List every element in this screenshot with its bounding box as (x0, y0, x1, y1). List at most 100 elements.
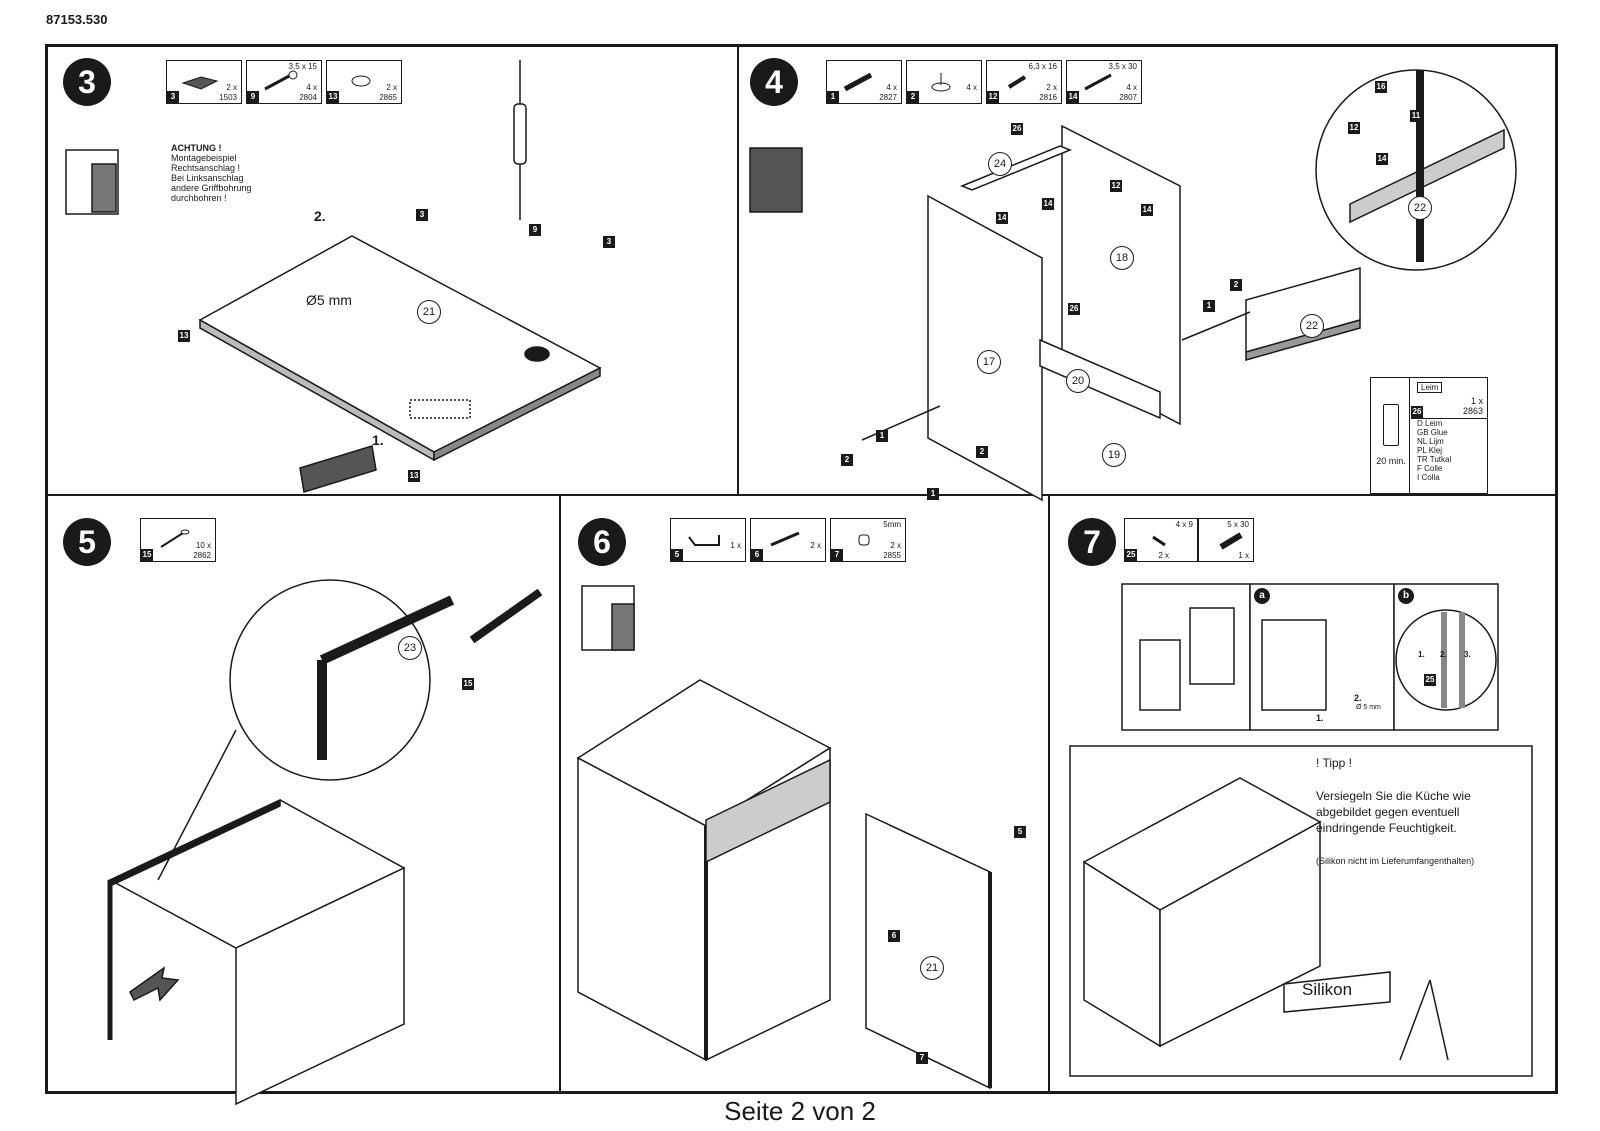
sub-step-b-badge: b (1398, 588, 1414, 604)
part-tag: 3 (603, 236, 615, 248)
part-number: 1 (827, 91, 839, 103)
glue-tube-label: Leim (1417, 382, 1443, 393)
drill-diameter-label: Ø5 mm (306, 292, 352, 308)
glue-info-box: 20 min. Leim 1 x 2863 26 D Leim GB Glue … (1370, 377, 1488, 494)
part-tag: 13 (408, 470, 420, 482)
part-number: 14 (1067, 91, 1079, 103)
part-box-13: 2 x 2865 13 (326, 60, 402, 104)
step-5-number: 5 (63, 518, 111, 566)
part-tag: 26 (1411, 406, 1423, 418)
part-box-25: 4 x 9 2 x 25 (1124, 518, 1198, 562)
sub-step-a-badge: a (1254, 588, 1270, 604)
part-tag: 12 (1110, 180, 1122, 192)
part-tag: 5 (1014, 826, 1026, 838)
warning-line: Bei Linksanschlag (171, 173, 244, 183)
part-circle: 17 (977, 350, 1001, 374)
part-circle: 18 (1110, 246, 1134, 270)
warning-title: ACHTUNG ! (171, 143, 222, 153)
part-box-1: 4 x 2827 1 (826, 60, 902, 104)
glue-code: 2863 (1462, 406, 1483, 416)
warning-line: Rechtsanschlag ! (171, 163, 241, 173)
part-circle: 22 (1408, 196, 1432, 220)
part-box-12: 6,3 x 16 2 x 2816 12 (986, 60, 1062, 104)
part-tag: 2 (976, 446, 988, 458)
warning-line: durchbohren ! (171, 193, 227, 203)
part-tag: 6 (888, 930, 900, 942)
part-number: 12 (987, 91, 999, 103)
part-circle: 22 (1300, 314, 1324, 338)
part-number: 15 (141, 549, 153, 561)
part-box-14: 3,5 x 30 4 x 2807 14 (1066, 60, 1142, 104)
tip-title: ! Tipp ! (1316, 756, 1353, 770)
part-tag: 12 (1348, 122, 1360, 134)
part-tag: 2 (841, 454, 853, 466)
glue-qty: 1 x (1470, 396, 1483, 406)
tip-text: Versiegeln Sie die Küche wie abgebildet … (1316, 789, 1471, 835)
part-box-6: 2 x 6 (750, 518, 826, 562)
step-3-number: 3 (63, 58, 111, 106)
part-tag: 1 (927, 488, 939, 500)
part-number: 6 (751, 549, 763, 561)
glue-languages: D Leim GB Glue NL Lijm PL Klej TR Tutkal… (1411, 418, 1487, 482)
step-4-number: 4 (750, 58, 798, 106)
part-circle: 24 (988, 152, 1012, 176)
part-tag: 25 (1424, 674, 1436, 686)
sub-step-label: 1. (372, 432, 384, 448)
part-box-3: 2 x 1503 3 (166, 60, 242, 104)
column-divider-bottom-left (559, 494, 561, 1094)
part-tag: 11 (1410, 110, 1422, 122)
sequence-step: 2. (1440, 650, 1447, 659)
part-tag: 14 (1141, 204, 1153, 216)
warning-line: andere Griffbohrung (171, 183, 252, 193)
part-circle: 19 (1102, 443, 1126, 467)
column-divider-top (737, 44, 739, 496)
part-box-9: 3,5 x 15 4 x 2804 9 (246, 60, 322, 104)
part-circle: 21 (920, 956, 944, 980)
part-tag: 1 (1203, 300, 1215, 312)
tip-note: (Silikon nicht im Lieferumfangenthalten) (1316, 856, 1475, 866)
part-number: 7 (831, 549, 843, 561)
step-6-number: 6 (578, 518, 626, 566)
part-box-2: 4 x 2 (906, 60, 982, 104)
part-number: 25 (1125, 549, 1137, 561)
column-divider-bottom-right (1048, 494, 1050, 1094)
part-tag: 15 (462, 678, 474, 690)
part-tag: 9 (529, 224, 541, 236)
part-box-dowel: 5 x 30 1 x (1198, 518, 1254, 562)
row-divider (45, 494, 1558, 496)
part-circle: 21 (417, 300, 441, 324)
instruction-frame (45, 44, 1558, 1094)
part-circle: 20 (1066, 369, 1090, 393)
part-box-5: 1 x 5 (670, 518, 746, 562)
silicone-tube-label: Silikon (1302, 980, 1353, 999)
part-box-15: 10 x 2862 15 (140, 518, 216, 562)
sequence-step: 1. (1418, 650, 1425, 659)
sequence-step: 3. (1464, 650, 1471, 659)
glue-box-divider (1409, 378, 1410, 493)
part-tag: 7 (916, 1052, 928, 1064)
part-tag: 26 (1011, 123, 1023, 135)
part-tag: 13 (178, 330, 190, 342)
part-tag: 14 (996, 212, 1008, 224)
hourglass-icon (1383, 404, 1399, 446)
document-id: 87153.530 (46, 12, 108, 27)
part-tag: 14 (1376, 153, 1388, 165)
part-number: 5 (671, 549, 683, 561)
sub-a-step: 2. (1354, 693, 1362, 703)
part-tag: 14 (1042, 198, 1054, 210)
part-tag: 26 (1068, 303, 1080, 315)
drying-time: 20 min. (1376, 456, 1406, 466)
warning-line: Montagebeispiel (171, 153, 237, 163)
part-tag: 2 (1230, 279, 1242, 291)
sub-step-label: 2. (314, 208, 326, 224)
part-tag: 3 (416, 209, 428, 221)
part-circle: 23 (398, 636, 422, 660)
part-number: 13 (327, 91, 339, 103)
step-7-number: 7 (1068, 518, 1116, 566)
part-number: 2 (907, 91, 919, 103)
sub-a-step: 1. (1316, 713, 1324, 723)
page-footer: Seite 2 von 2 (724, 1096, 876, 1126)
part-tag: 16 (1375, 81, 1387, 93)
part-box-7: 5mm 2 x 2855 7 (830, 518, 906, 562)
